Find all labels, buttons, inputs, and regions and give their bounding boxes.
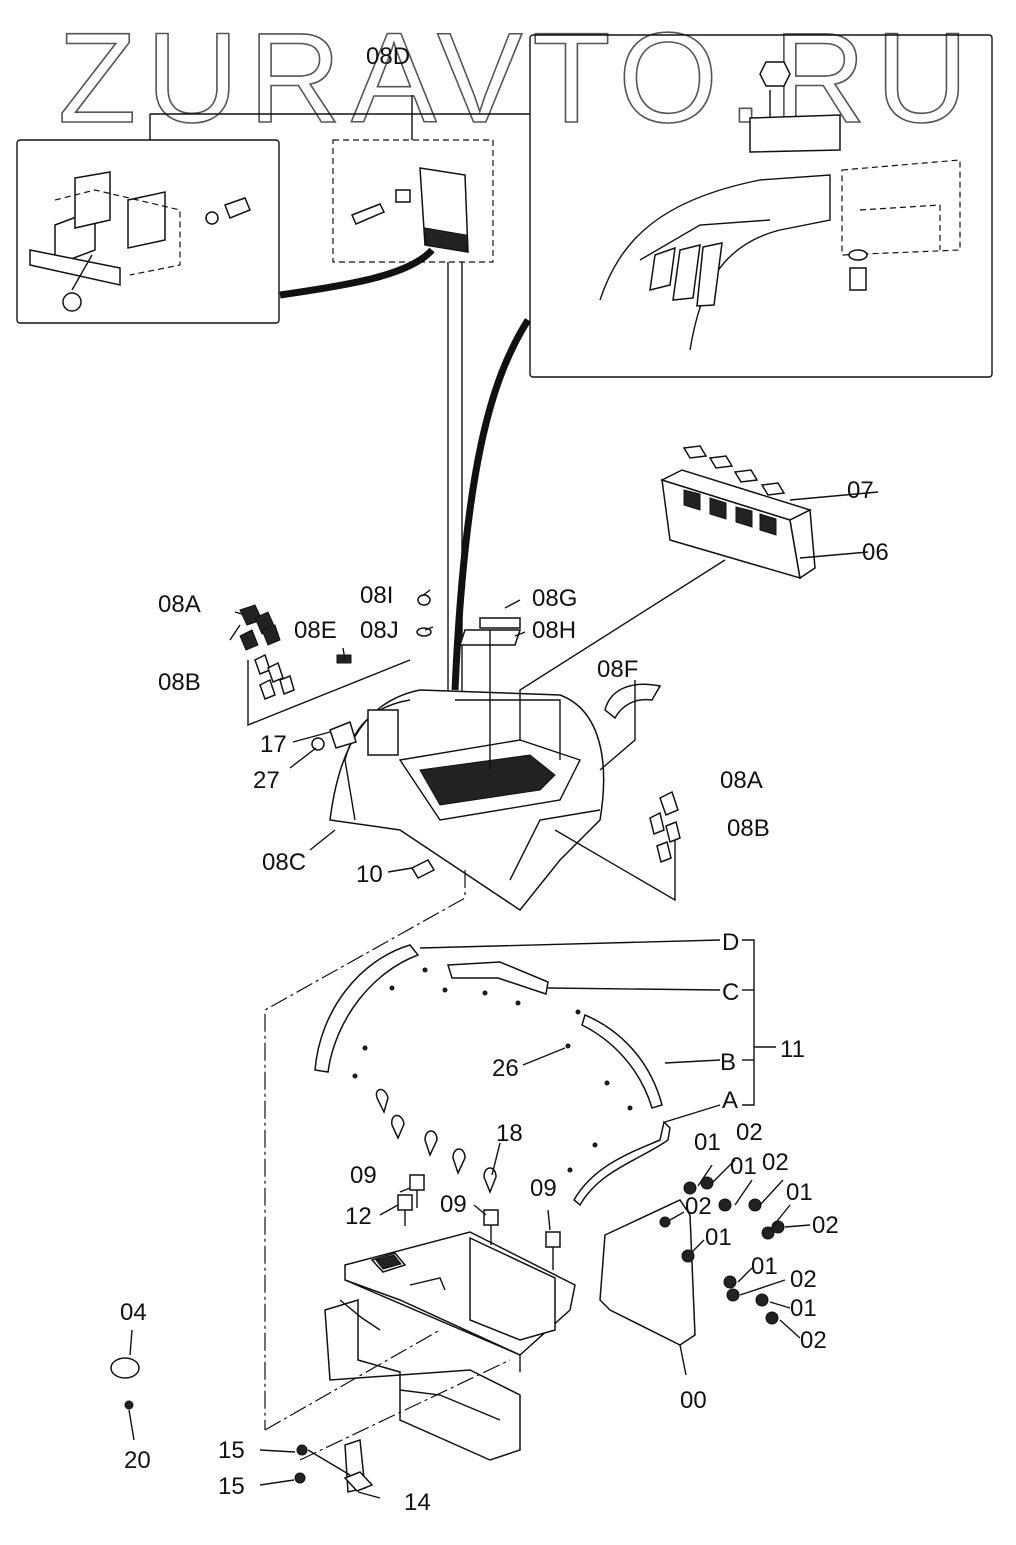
label-01f: 01 [790, 1295, 817, 1322]
label-08A-left: 08A [158, 591, 201, 618]
base-frame [264, 1231, 576, 1461]
plug-20 [124, 1400, 134, 1410]
label-B: B [720, 1049, 736, 1076]
label-20: 20 [124, 1447, 151, 1474]
label-11: 11 [780, 1036, 805, 1063]
label-08G: 08G [532, 585, 577, 612]
panel-00 [599, 1159, 811, 1376]
detail-box-right [529, 34, 993, 378]
label-01e: 01 [751, 1253, 778, 1280]
label-C: C [722, 979, 739, 1006]
detail-box-08D [149, 95, 530, 700]
label-04: 04 [120, 1299, 147, 1326]
label-15a: 15 [218, 1437, 245, 1464]
label-08H: 08H [532, 617, 576, 644]
clips-08A-08B-left [229, 604, 411, 727]
label-02b: 02 [762, 1149, 789, 1176]
label-14: 14 [404, 1489, 431, 1516]
label-02c: 02 [685, 1193, 712, 1220]
cable-ties-18 [375, 1088, 501, 1195]
label-10: 10 [356, 861, 383, 888]
label-18: 18 [496, 1120, 523, 1147]
label-02f: 02 [800, 1327, 827, 1354]
label-02a: 02 [736, 1119, 763, 1146]
label-06: 06 [862, 539, 889, 566]
label-01d: 01 [705, 1224, 732, 1251]
label-09a: 09 [350, 1162, 377, 1189]
plug-04 [110, 1357, 140, 1379]
label-08F: 08F [597, 656, 638, 683]
label-D: D [722, 929, 739, 956]
label-A: A [722, 1087, 738, 1114]
label-08B-right: 08B [727, 815, 770, 842]
label-09c: 09 [530, 1175, 557, 1202]
label-07: 07 [847, 477, 874, 504]
bracket-14 [259, 1438, 381, 1499]
label-08C: 08C [262, 849, 306, 876]
bolts [379, 1174, 561, 1270]
label-12: 12 [345, 1203, 372, 1230]
label-08I: 08I [360, 582, 393, 609]
label-01b: 01 [730, 1153, 757, 1180]
label-09b: 09 [440, 1191, 467, 1218]
cover-06 [660, 445, 816, 580]
detail-box-left [16, 139, 280, 324]
label-15b: 15 [218, 1473, 245, 1500]
label-01a: 01 [694, 1129, 721, 1156]
clip-rivets [352, 967, 633, 1173]
main-housing [311, 594, 662, 912]
trim-strips-11 [314, 939, 776, 1207]
label-08E: 08E [294, 617, 337, 644]
label-02d: 02 [812, 1212, 839, 1239]
part-labels: 08D 07 06 08A 08I 08G 08E 08J 08H 08F 08… [120, 43, 889, 1516]
label-08D: 08D [366, 43, 410, 70]
label-08B-left: 08B [158, 669, 201, 696]
label-26: 26 [492, 1055, 519, 1082]
label-08A-right: 08A [720, 767, 763, 794]
clips-08A-08B-right [554, 790, 681, 902]
label-00: 00 [680, 1387, 707, 1414]
label-02e: 02 [790, 1266, 817, 1293]
label-01c: 01 [786, 1179, 813, 1206]
label-17: 17 [260, 731, 287, 758]
label-27: 27 [253, 767, 280, 794]
label-08J: 08J [360, 617, 399, 644]
